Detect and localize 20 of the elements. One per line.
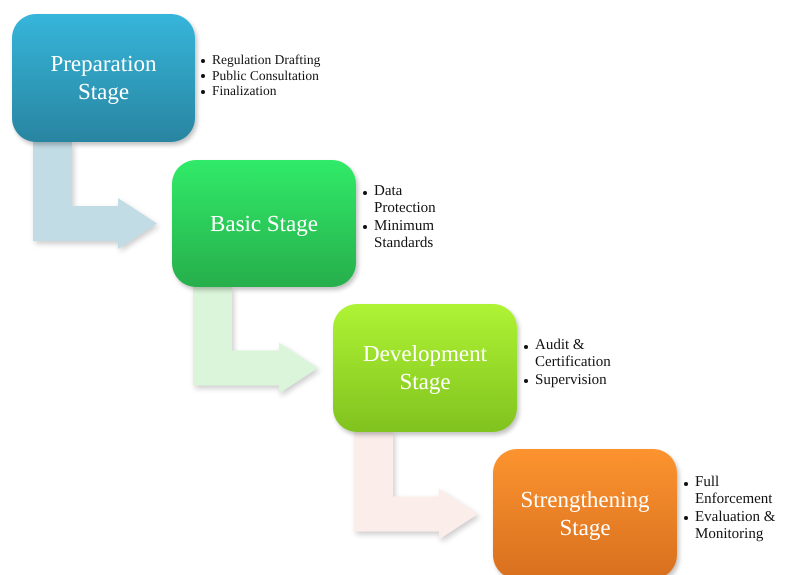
stage-title: Preparation Stage [49, 50, 158, 106]
bent-arrow [193, 287, 318, 394]
bullet-item: Public Consultation [212, 68, 319, 83]
stage-title: Development Stage [362, 340, 488, 396]
bullet-item: Regulation Drafting [212, 52, 320, 67]
bullet-item: Minimum Standards [374, 218, 434, 251]
bullet-item: Supervision [535, 372, 607, 388]
stage-title: Basic Stage [209, 210, 319, 238]
bullet-item: Finalization [212, 83, 276, 98]
stage-box [172, 160, 356, 287]
bent-arrow [33, 142, 157, 249]
bullet-item: Evaluation & Monitoring [695, 508, 776, 542]
stage-box [12, 14, 195, 142]
stage-title: Strengthening Stage [519, 486, 651, 542]
bullet-item: Full Enforcement [695, 474, 772, 508]
bullet-item: Audit & Certification [535, 337, 611, 370]
stage-box [333, 304, 517, 432]
bullet-item: Data Protection [374, 183, 436, 216]
stage-box [493, 449, 677, 575]
bent-arrow [354, 432, 478, 540]
